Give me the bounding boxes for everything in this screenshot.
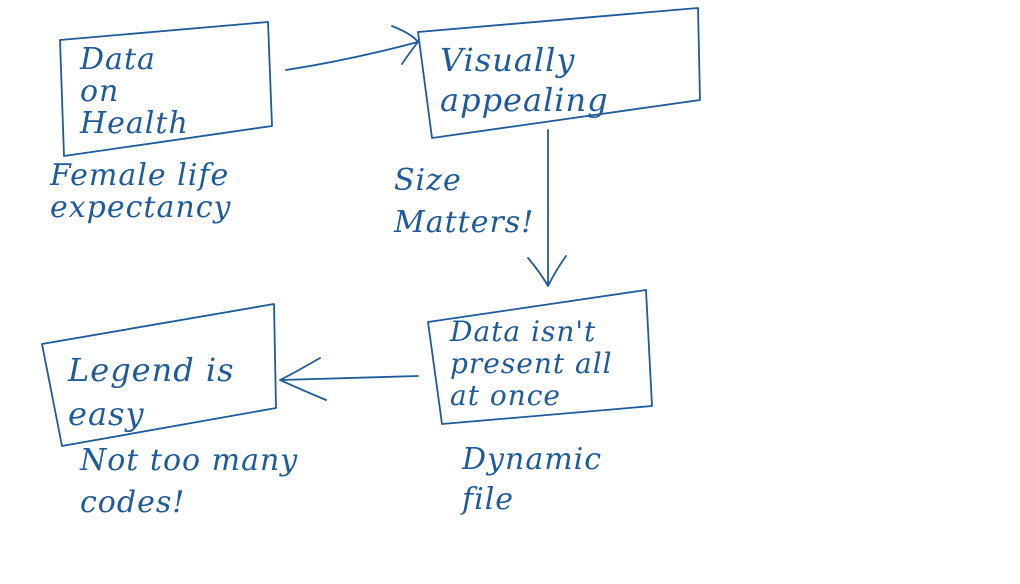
node-label-data-on-health: Data on Health [80, 42, 189, 141]
node-note-female-life-expectancy: Female life expectancy [50, 158, 232, 225]
arrow-visual-to-data [527, 129, 567, 287]
node-label-legend-easy: Legend is easy [68, 351, 235, 433]
arrow-health-to-visual [285, 25, 419, 71]
box-data-not-present [427, 289, 653, 425]
arrow-data-to-legend [279, 357, 419, 401]
box-visually-appealing [417, 7, 701, 139]
box-legend-easy [41, 303, 277, 447]
node-note-too-many-codes: Not too many codes! [80, 443, 299, 520]
box-data-on-health [59, 21, 273, 157]
node-label-visually-appealing: Visually appealing [440, 41, 609, 119]
node-note-size-matters: Size Matters! [394, 163, 535, 240]
node-label-data-not-present: Data isn't present all at once [450, 315, 613, 412]
node-note-dynamic-file: Dynamic file [462, 442, 603, 517]
